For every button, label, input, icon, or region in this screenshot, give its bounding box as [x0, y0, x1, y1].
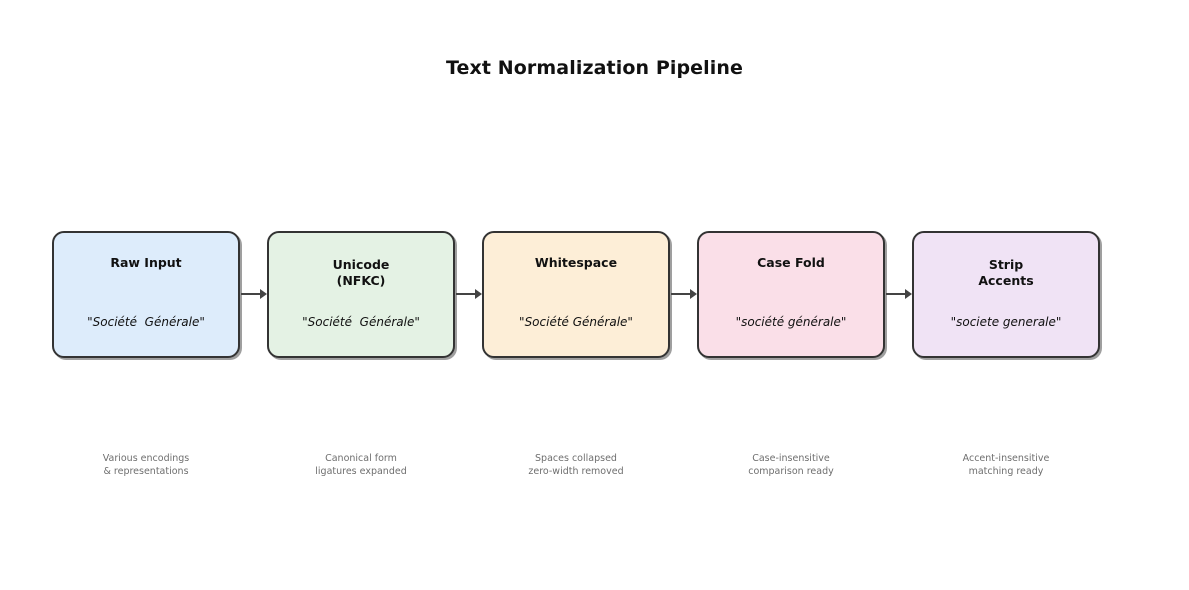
stage-value-unicode-nfkc: "Société Générale" — [302, 315, 420, 329]
stage-value-whitespace: "Société Générale" — [519, 315, 633, 329]
stage-caption-line1: Accent-insensitive — [962, 453, 1050, 464]
arrow-head — [690, 289, 697, 299]
stage-caption-line2: comparison ready — [748, 465, 834, 477]
stage-box-unicode-nfkc[interactable]: Unicode(NFKC) "Société Générale" — [267, 231, 455, 358]
stage-title-line2: (NFKC) — [336, 273, 386, 288]
stage-caption-line1: Canonical form — [325, 453, 397, 464]
stage-value-strip-accents: "societe generale" — [950, 315, 1062, 329]
stage-caption-line1: Various encodings — [102, 453, 190, 464]
stage-title-whitespace: Whitespace — [484, 255, 668, 271]
stage-value-raw-input: "Société Générale" — [87, 315, 205, 329]
stage-caption-line2: matching ready — [968, 465, 1044, 477]
stage-caption-line2: zero-width removed — [528, 465, 624, 477]
arrow-line — [241, 293, 262, 295]
arrow-2-icon — [456, 287, 482, 301]
arrow-3-icon — [671, 287, 697, 301]
stage-title-unicode-nfkc: Unicode(NFKC) — [269, 257, 453, 289]
stage-caption-line2: ligatures expanded — [315, 465, 407, 477]
page-title: Text Normalization Pipeline — [446, 57, 743, 79]
arrow-1-icon — [241, 287, 267, 301]
pipeline-captions: Various encodings& representations Canoni… — [0, 453, 1189, 485]
stage-caption-raw-input: Various encodings& representations — [52, 453, 240, 478]
stage-title-line1: Case Fold — [757, 255, 825, 270]
stage-title-line1: Raw Input — [110, 255, 182, 270]
stage-title-line1: Strip — [988, 257, 1024, 272]
stage-title-line2: Accents — [978, 273, 1034, 288]
stage-title-line1: Unicode — [332, 257, 390, 272]
pipeline-flow: Raw Input"Société Générale"Unicode(NFKC)… — [0, 231, 1189, 359]
stage-caption-line2: & representations — [103, 465, 189, 477]
stage-box-raw-input[interactable]: Raw Input "Société Générale" — [52, 231, 240, 358]
arrow-head — [260, 289, 267, 299]
stage-title-raw-input: Raw Input — [54, 255, 238, 271]
stage-box-case-fold[interactable]: Case Fold "société générale" — [697, 231, 885, 358]
stage-box-whitespace[interactable]: Whitespace "Société Générale" — [482, 231, 670, 358]
stage-caption-line1: Case-insensitive — [752, 453, 830, 464]
stage-value-case-fold: "société générale" — [735, 315, 847, 329]
stage-title-line1: Whitespace — [534, 255, 618, 270]
arrow-line — [671, 293, 692, 295]
arrow-head — [905, 289, 912, 299]
stage-caption-line1: Spaces collapsed — [535, 453, 617, 464]
arrow-line — [886, 293, 907, 295]
arrow-head — [475, 289, 482, 299]
arrow-4-icon — [886, 287, 912, 301]
arrow-line — [456, 293, 477, 295]
stage-title-case-fold: Case Fold — [699, 255, 883, 271]
